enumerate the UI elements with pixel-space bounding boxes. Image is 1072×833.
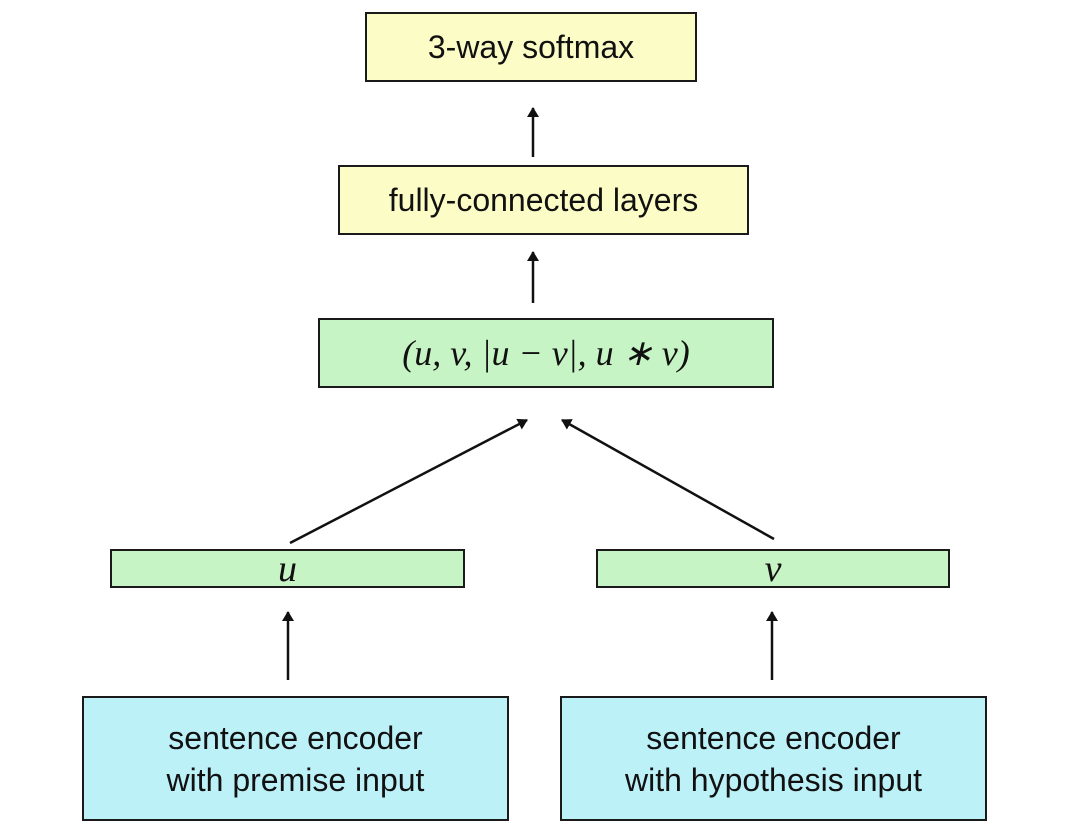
premise-encoder-line1: sentence encoder <box>168 719 423 756</box>
fully-connected-box: fully-connected layers <box>338 165 749 235</box>
v-vector-box: v <box>596 547 950 590</box>
softmax-box: 3-way softmax <box>365 12 697 82</box>
u-vector-box: u <box>110 547 465 590</box>
hypothesis-encoder-line2: with hypothesis input <box>624 761 923 798</box>
softmax-label: 3-way softmax <box>427 28 635 65</box>
premise-encoder-line2: with premise input <box>166 761 425 798</box>
concat-label: (u, v, |u − v|, u ∗ v) <box>402 333 690 373</box>
concat-box: (u, v, |u − v|, u ∗ v) <box>318 318 774 388</box>
hypothesis-encoder-box: sentence encoder with hypothesis input <box>560 696 987 821</box>
fully-connected-label: fully-connected layers <box>388 181 699 218</box>
premise-encoder-box: sentence encoder with premise input <box>82 696 509 821</box>
u-vector-label: u <box>278 547 297 590</box>
hypothesis-encoder-line1: sentence encoder <box>646 719 901 756</box>
v-vector-label: v <box>764 547 782 590</box>
arrow-u-to-concat <box>289 418 528 545</box>
arrow-v-to-concat <box>561 418 775 541</box>
